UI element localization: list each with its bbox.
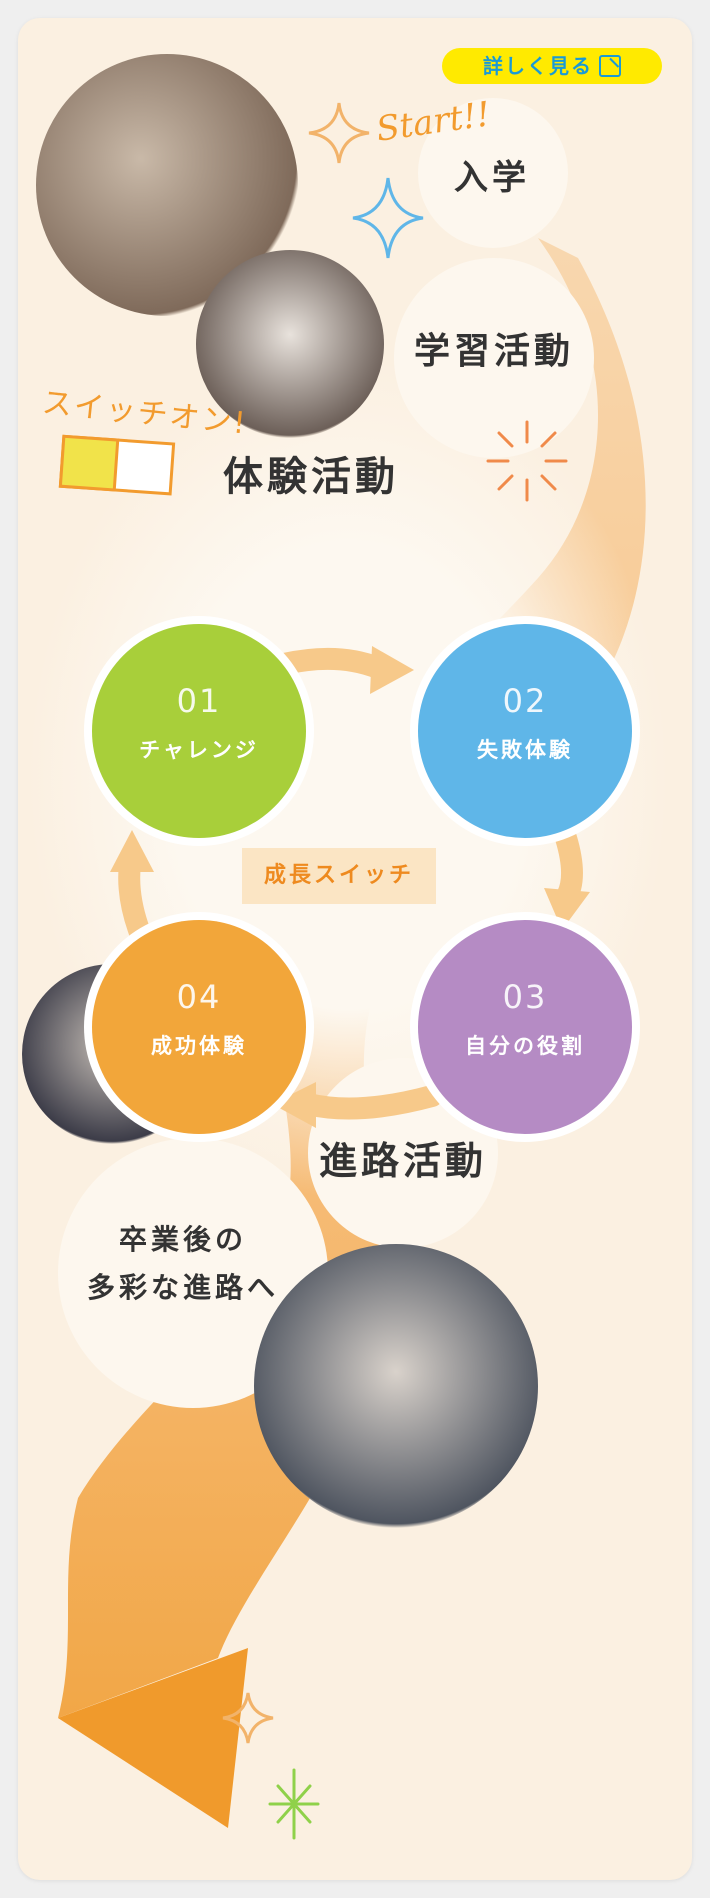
step-own-role: 03 自分の役割: [418, 920, 632, 1134]
stage-career: 進路活動: [318, 1139, 487, 1183]
burst-icon: [486, 420, 568, 502]
stage-after-graduation: 卒業後の 多彩な進路へ: [68, 1216, 298, 1312]
step-name: 失敗体験: [477, 738, 573, 762]
after-line-2: 多彩な進路へ: [86, 1271, 279, 1304]
cycle-arrows: [110, 646, 590, 1128]
sparkle-icon: [352, 177, 424, 259]
details-button[interactable]: 詳しく見る: [442, 48, 662, 84]
expand-icon: [599, 55, 621, 77]
after-line-1: 卒業後の: [118, 1223, 247, 1256]
sparkle-icon: [268, 1768, 320, 1840]
growth-switch-label: 成長スイッチ: [242, 848, 436, 904]
student-photo-2: [196, 250, 384, 438]
step-number: 03: [502, 978, 548, 1016]
step-challenge: 01 チャレンジ: [92, 624, 306, 838]
stage-experience: 体験活動: [223, 454, 399, 500]
step-name: 成功体験: [151, 1034, 247, 1058]
stage-study: 学習活動: [413, 331, 574, 372]
sparkle-icon: [222, 1692, 274, 1744]
step-failure: 02 失敗体験: [418, 624, 632, 838]
flow-card: 詳しく見る Start!! スイッチオン! 入学 学習活動 体験活動 進路活動 …: [18, 18, 692, 1880]
details-button-label: 詳しく見る: [483, 54, 593, 78]
step-success: 04 成功体験: [92, 920, 306, 1134]
switch-icon: [58, 434, 176, 496]
step-number: 01: [176, 682, 222, 720]
students-photo-4: [254, 1244, 538, 1528]
step-name: 自分の役割: [465, 1034, 585, 1058]
step-number: 04: [176, 978, 222, 1016]
sparkle-icon: [308, 102, 370, 164]
step-name: チャレンジ: [139, 738, 259, 762]
stage-admission: 入学: [454, 158, 530, 198]
step-number: 02: [502, 682, 548, 720]
